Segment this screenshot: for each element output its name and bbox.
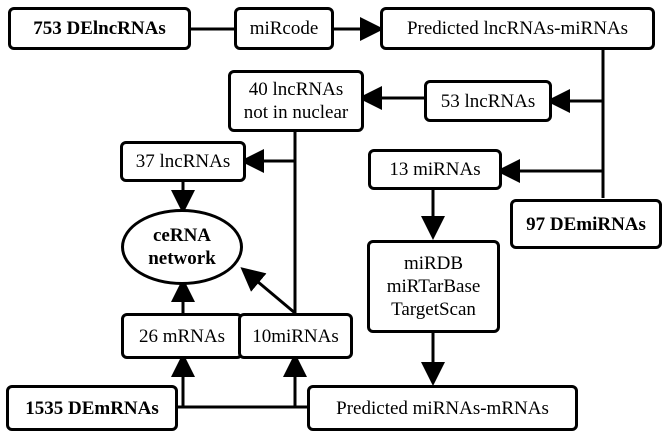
node-26-mrnas: 26 mRNAs bbox=[121, 313, 243, 359]
node-40-lncrnas-not-in-nuclear: 40 lncRNAs not in nuclear bbox=[228, 70, 364, 132]
node-1535-demrnas: 1535 DEmRNAs bbox=[6, 385, 178, 431]
node-cerna-line2: network bbox=[148, 248, 216, 269]
node-predicted-mirnas-mrnas: Predicted miRNAs-mRNAs bbox=[307, 385, 578, 431]
node-753-delncrnas: 753 DElncRNAs bbox=[8, 7, 191, 50]
node-db-mirdb: miRDB bbox=[403, 253, 464, 274]
node-97-demirnas: 97 DEmiRNAs bbox=[510, 199, 662, 249]
node-13-mirnas: 13 miRNAs bbox=[368, 149, 502, 190]
node-cerna-network: ceRNA network bbox=[121, 209, 243, 285]
node-40-lncrnas-line2: not in nuclear bbox=[243, 102, 349, 123]
node-db-targetscan: TargetScan bbox=[391, 299, 476, 320]
node-37-lncrnas: 37 lncRNAs bbox=[120, 141, 246, 182]
node-40-lncrnas-line1: 40 lncRNAs bbox=[248, 79, 344, 100]
node-cerna-line1: ceRNA bbox=[152, 225, 212, 246]
node-db-mirtarbase: miRTarBase bbox=[386, 276, 481, 297]
node-predicted-lncrnas-mirnas: Predicted lncRNAs-miRNAs bbox=[380, 7, 655, 50]
node-10-mirnas: 10miRNAs bbox=[238, 313, 353, 359]
node-53-lncrnas: 53 lncRNAs bbox=[424, 80, 552, 122]
node-mircode: miRcode bbox=[234, 7, 334, 50]
node-databases: miRDB miRTarBase TargetScan bbox=[367, 240, 500, 333]
edge-10mirnas-cerna bbox=[240, 267, 296, 315]
